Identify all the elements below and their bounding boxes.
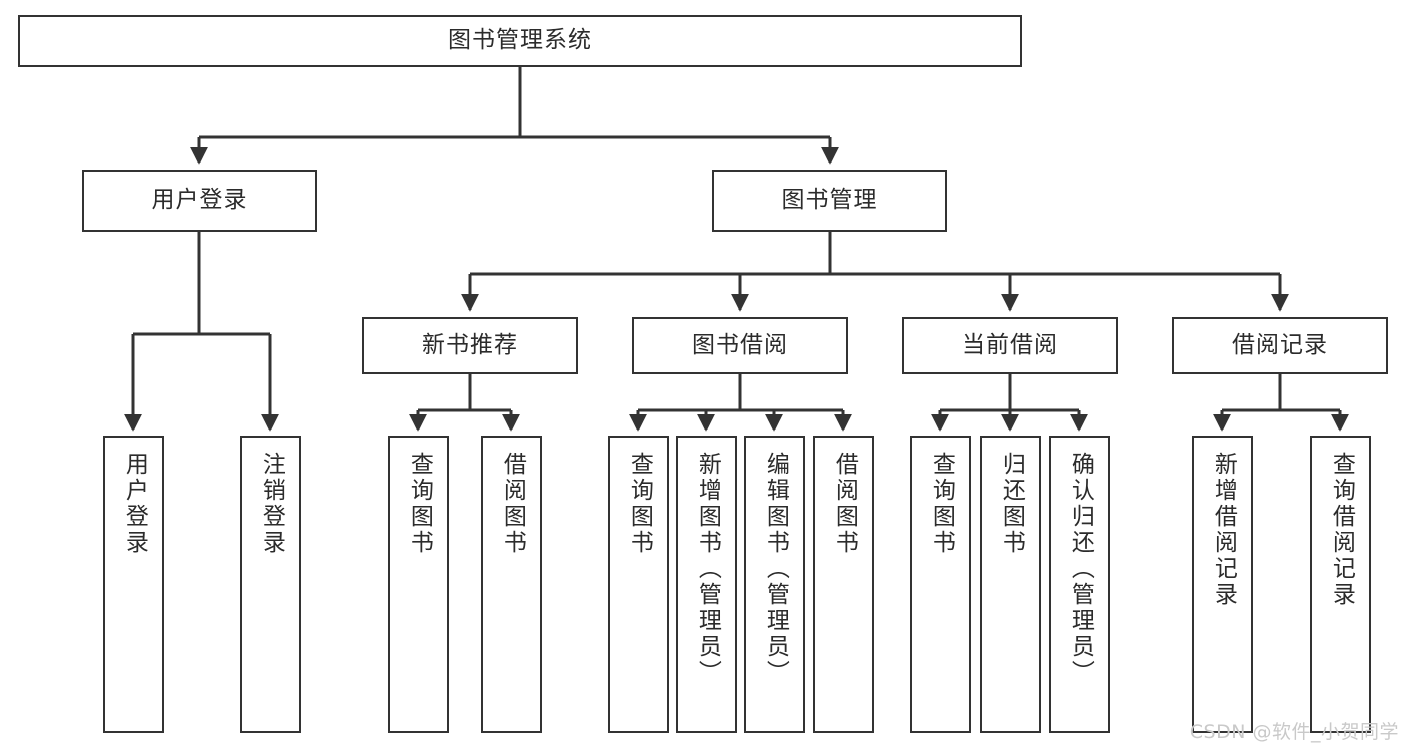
leaf-label: 编辑图书（管理员） <box>762 452 789 686</box>
node-user-login-label: 用户登录 <box>151 187 248 214</box>
leaf-borrow-record-add[interactable]: 新增借阅记录 <box>1192 436 1253 733</box>
leaf-new-book-borrow[interactable]: 借阅图书 <box>481 436 542 733</box>
node-user-login[interactable]: 用户登录 <box>82 170 317 232</box>
leaf-label: 查询图书 <box>928 452 955 556</box>
node-current-borrow-label: 当前借阅 <box>962 331 1058 358</box>
node-book-borrow[interactable]: 图书借阅 <box>632 317 848 374</box>
watermark-text: CSDN @软件_小贺同学 <box>1189 721 1399 743</box>
leaf-label: 查询图书 <box>406 452 433 556</box>
leaf-label: 注销登录 <box>258 452 285 556</box>
leaf-label: 新增图书（管理员） <box>694 452 721 686</box>
node-new-book-recommend-label: 新书推荐 <box>422 331 518 358</box>
leaf-current-borrow-confirm[interactable]: 确认归还（管理员） <box>1049 436 1110 733</box>
leaf-current-borrow-query[interactable]: 查询图书 <box>910 436 971 733</box>
leaf-user-login-logout[interactable]: 注销登录 <box>240 436 301 733</box>
leaf-current-borrow-return[interactable]: 归还图书 <box>980 436 1041 733</box>
node-borrow-record-label: 借阅记录 <box>1232 331 1328 358</box>
leaf-label: 归还图书 <box>998 452 1025 556</box>
leaf-label: 借阅图书 <box>499 452 526 556</box>
node-current-borrow[interactable]: 当前借阅 <box>902 317 1118 374</box>
leaf-label: 用户登录 <box>121 452 148 556</box>
leaf-book-borrow-edit[interactable]: 编辑图书（管理员） <box>744 436 805 733</box>
node-root-label: 图书管理系统 <box>448 27 592 54</box>
leaf-user-login-login[interactable]: 用户登录 <box>103 436 164 733</box>
leaf-label: 确认归还（管理员） <box>1067 452 1094 686</box>
leaf-label: 查询图书 <box>626 452 653 556</box>
node-root[interactable]: 图书管理系统 <box>18 15 1022 67</box>
node-new-book-recommend[interactable]: 新书推荐 <box>362 317 578 374</box>
leaf-borrow-record-query[interactable]: 查询借阅记录 <box>1310 436 1371 733</box>
leaf-book-borrow-add[interactable]: 新增图书（管理员） <box>676 436 737 733</box>
leaf-label: 查询借阅记录 <box>1328 452 1355 608</box>
leaf-new-book-query[interactable]: 查询图书 <box>388 436 449 733</box>
leaf-label: 借阅图书 <box>831 452 858 556</box>
node-book-management-label: 图书管理 <box>781 187 878 214</box>
leaf-book-borrow-borrow[interactable]: 借阅图书 <box>813 436 874 733</box>
node-borrow-record[interactable]: 借阅记录 <box>1172 317 1388 374</box>
leaf-label: 新增借阅记录 <box>1210 452 1237 608</box>
leaf-book-borrow-query[interactable]: 查询图书 <box>608 436 669 733</box>
node-book-borrow-label: 图书借阅 <box>692 331 788 358</box>
node-book-management[interactable]: 图书管理 <box>712 170 947 232</box>
